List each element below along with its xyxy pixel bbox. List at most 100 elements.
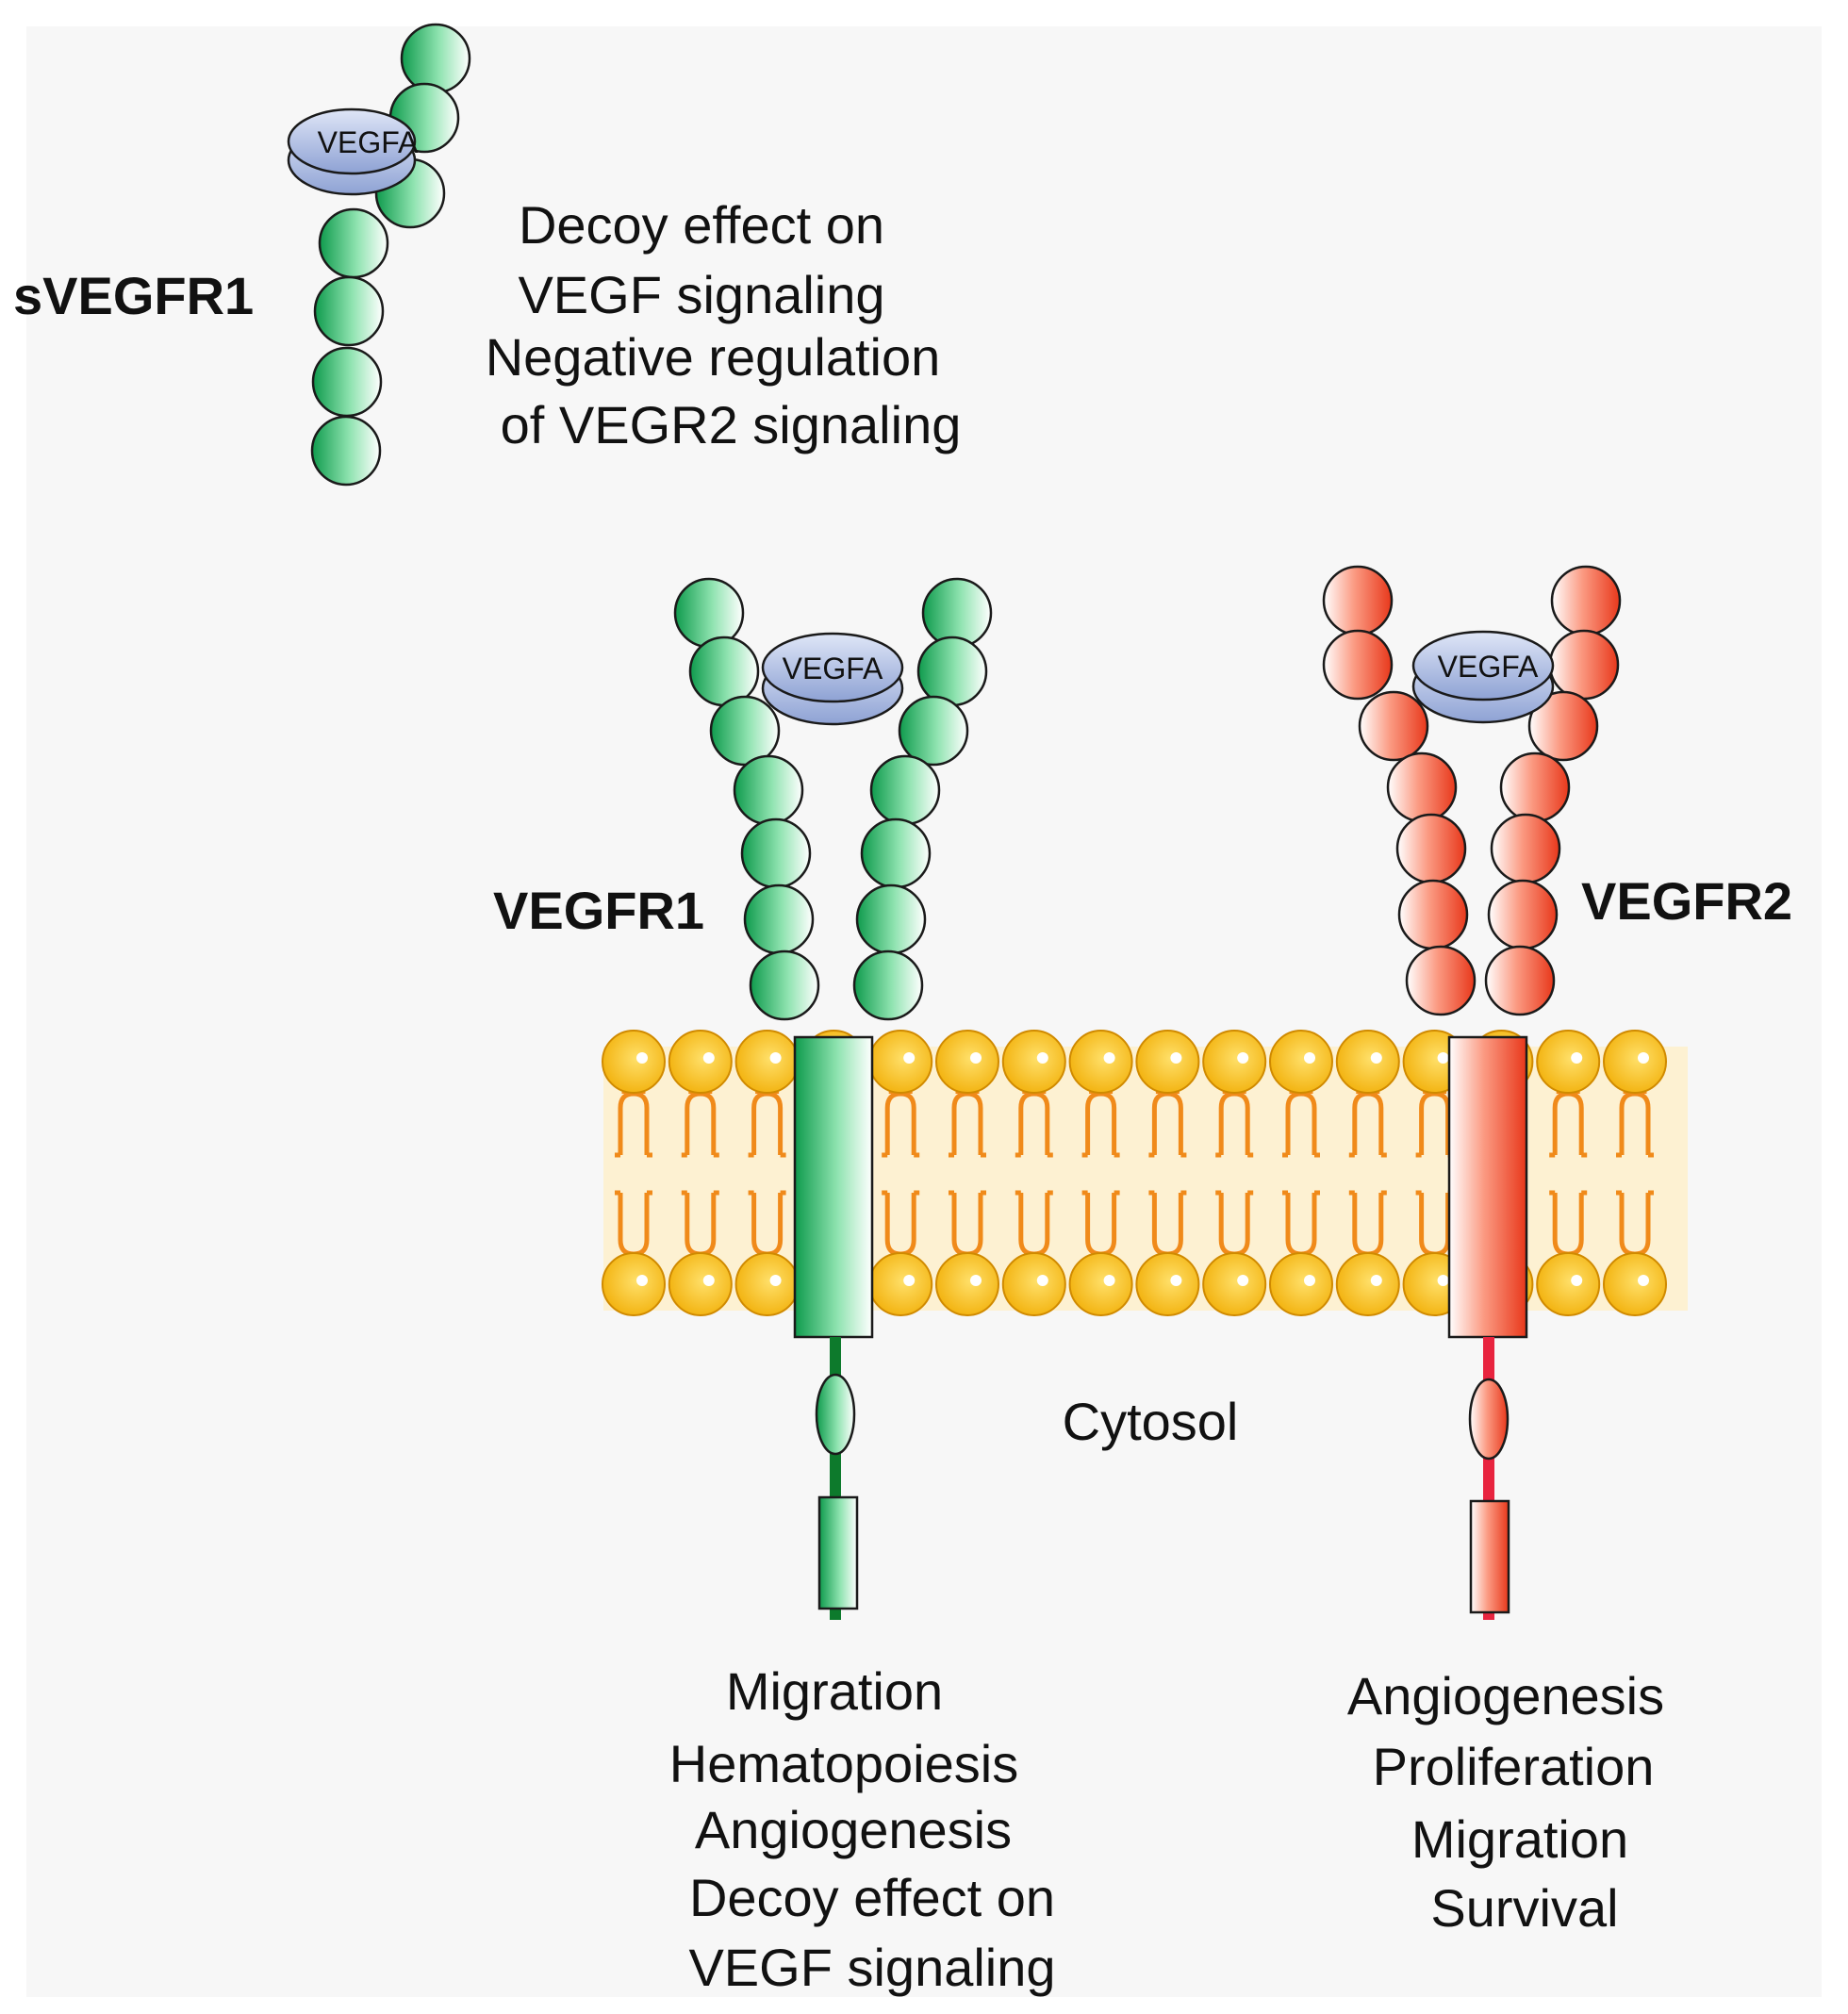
vegfr1-domain: [869, 754, 941, 826]
svegfr1-chain: [310, 23, 471, 487]
lipid-head: [1269, 1252, 1333, 1316]
lipid-highlight: [1103, 1275, 1115, 1286]
lipid-highlight: [1370, 1052, 1382, 1064]
lipid-highlight: [1638, 1275, 1649, 1286]
lipid-highlight: [1370, 1275, 1382, 1286]
lipid-highlight: [970, 1052, 982, 1064]
lipid-highlight: [1571, 1052, 1583, 1064]
function-line: Angiogenesis: [1347, 1666, 1664, 1725]
vegfr2-domain: [1487, 879, 1559, 950]
vegfr1-domain: [916, 636, 988, 707]
vegfa-ligand-svegfr1: [287, 107, 417, 196]
lipid-highlight: [903, 1275, 916, 1286]
function-line: Proliferation: [1373, 1737, 1655, 1796]
lipid-highlight: [1304, 1275, 1315, 1286]
lipid-highlight: [1571, 1275, 1583, 1286]
cytosol-label: Cytosol: [1063, 1392, 1239, 1451]
function-line: Migration: [1411, 1809, 1628, 1869]
vegfa-ligand-vegfr2: [1411, 630, 1555, 724]
lipid-head: [1335, 1030, 1400, 1094]
vegfr2-domain: [1322, 629, 1394, 701]
lipid-head: [1603, 1030, 1667, 1094]
lipid-head: [935, 1252, 999, 1316]
vegfr2-domain: [1490, 813, 1561, 884]
vegfr1-domain: [688, 636, 760, 707]
lipid-head: [1202, 1030, 1267, 1094]
vegfr1-domain: [898, 695, 969, 767]
function-line: Survival: [1430, 1878, 1618, 1938]
vegfa-label: VEGFA: [1438, 650, 1539, 684]
lipid-head: [1068, 1252, 1133, 1316]
vegfr2-domain: [1322, 565, 1394, 636]
vegfr1-domain: [749, 949, 820, 1021]
lipid-head: [1135, 1252, 1200, 1316]
lipid-head: [868, 1030, 933, 1094]
function-line: Angiogenesis: [695, 1800, 1012, 1859]
lipid-head: [668, 1030, 733, 1094]
vegfr2-extracellular-chains: [1322, 565, 1622, 1016]
lipid-head: [734, 1252, 800, 1316]
lipid-head: [1001, 1030, 1066, 1094]
vegfr2-domain: [1484, 945, 1556, 1016]
function-line: Hematopoiesis: [669, 1734, 1018, 1793]
vegfr1-transmembrane-domain: [793, 1035, 874, 1339]
svegfr1-domain: [318, 207, 389, 279]
lipid-head: [1536, 1252, 1601, 1316]
lipid-head: [602, 1030, 666, 1094]
lipid-head: [668, 1252, 733, 1316]
lipid-head: [602, 1252, 666, 1316]
vegfr1-extracellular-chains: [673, 577, 993, 1021]
lipid-highlight: [769, 1052, 782, 1064]
lipid-head: [734, 1030, 800, 1094]
function-line: Negative regulation: [486, 327, 941, 387]
svegfr1-domain: [311, 346, 383, 418]
lipid-highlight: [702, 1275, 715, 1286]
lipid-head: [1202, 1252, 1267, 1316]
svegfr1-domain: [400, 23, 471, 94]
lipid-head: [1603, 1252, 1667, 1316]
vegfr2-kinase-box: [1469, 1499, 1510, 1614]
vegfr2-domain: [1548, 629, 1620, 701]
lipid-highlight: [636, 1275, 648, 1286]
lipid-highlight: [1237, 1052, 1249, 1064]
svegfr1-domain: [313, 275, 385, 347]
vegfa-label: VEGFA: [318, 125, 419, 159]
lipid-highlight: [970, 1275, 982, 1286]
svegfr1-label: sVEGFR1: [13, 266, 254, 325]
vegfr2-label: VEGFR2: [1581, 871, 1792, 931]
vegfr2-domain: [1358, 690, 1429, 762]
lipid-highlight: [1170, 1275, 1182, 1286]
svegfr1-domain: [310, 415, 382, 487]
vegfr2-domain: [1527, 690, 1599, 762]
lipid-highlight: [1437, 1275, 1449, 1286]
function-line: Migration: [726, 1661, 943, 1721]
lipid-head: [1269, 1030, 1333, 1094]
lipid-highlight: [1103, 1052, 1115, 1064]
vegfr1-domain: [709, 695, 781, 767]
function-line: of VEGR2 signaling: [501, 395, 962, 454]
vegfr2-domain: [1550, 565, 1622, 636]
vegfr2-domain: [1499, 751, 1571, 823]
vegfr2-intracellular: [1447, 1035, 1528, 1620]
vegfr2-transmembrane-domain: [1447, 1035, 1528, 1339]
svegfr1-function-list: Decoy effect on VEGF signaling Negative …: [486, 195, 962, 454]
function-line: VEGF signaling: [688, 1938, 1055, 1997]
vegfr1-kinase-ellipse: [815, 1373, 856, 1456]
lipid-head: [1068, 1030, 1133, 1094]
lipid-highlight: [1638, 1052, 1649, 1064]
vegfr1-domain: [673, 577, 745, 649]
function-line: VEGF signaling: [518, 265, 884, 324]
vegfr2-domain: [1397, 879, 1469, 950]
lipid-head: [868, 1252, 933, 1316]
vegfr1-function-list: Migration Hematopoiesis Angiogenesis Dec…: [669, 1661, 1056, 1997]
vegfa-ligand-vegfr1: [761, 632, 904, 726]
lipid-highlight: [702, 1052, 715, 1064]
function-line: Decoy effect on: [689, 1868, 1055, 1927]
lipid-highlight: [1237, 1275, 1249, 1286]
vegfr2-domain: [1405, 945, 1477, 1016]
lipid-highlight: [769, 1275, 782, 1286]
vegfr1-domain: [855, 883, 927, 955]
lipid-head: [1001, 1252, 1066, 1316]
lipid-highlight: [1304, 1052, 1315, 1064]
